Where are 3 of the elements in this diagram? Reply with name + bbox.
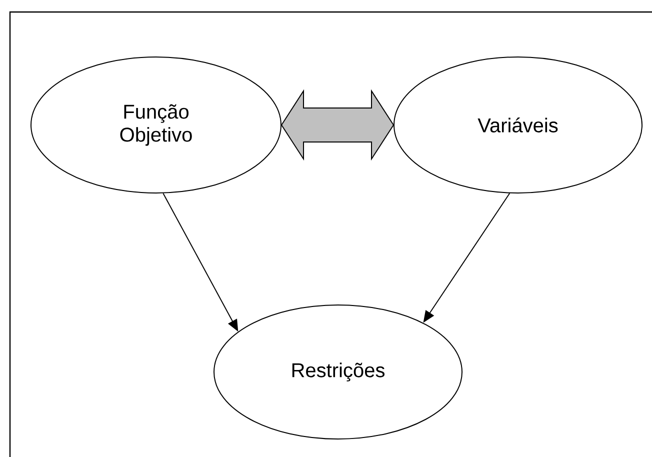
ellipse-node: Variáveis (394, 56, 642, 194)
ellipse-node: Função Objetivo (30, 56, 282, 194)
ellipse-node: Restrições (214, 304, 462, 440)
